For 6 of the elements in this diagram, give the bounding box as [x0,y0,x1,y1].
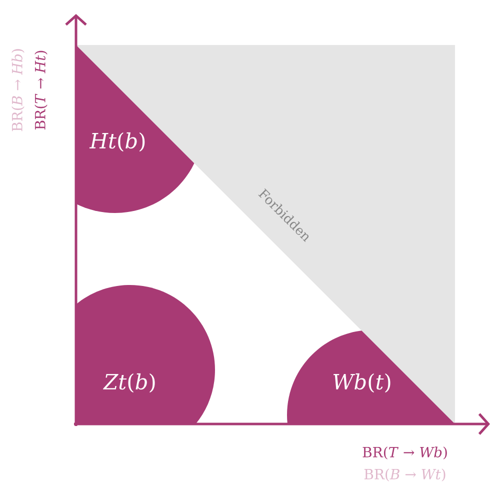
axis-label: BR(T → Wb) [362,446,447,460]
axis-label: BR(B → Wt) [364,468,446,482]
axis-label: BR(T → Ht) [34,50,48,130]
node-label: Wb(t) [333,373,390,393]
node-label: Zt(b) [103,373,155,393]
node-label: Ht(b) [89,132,145,152]
